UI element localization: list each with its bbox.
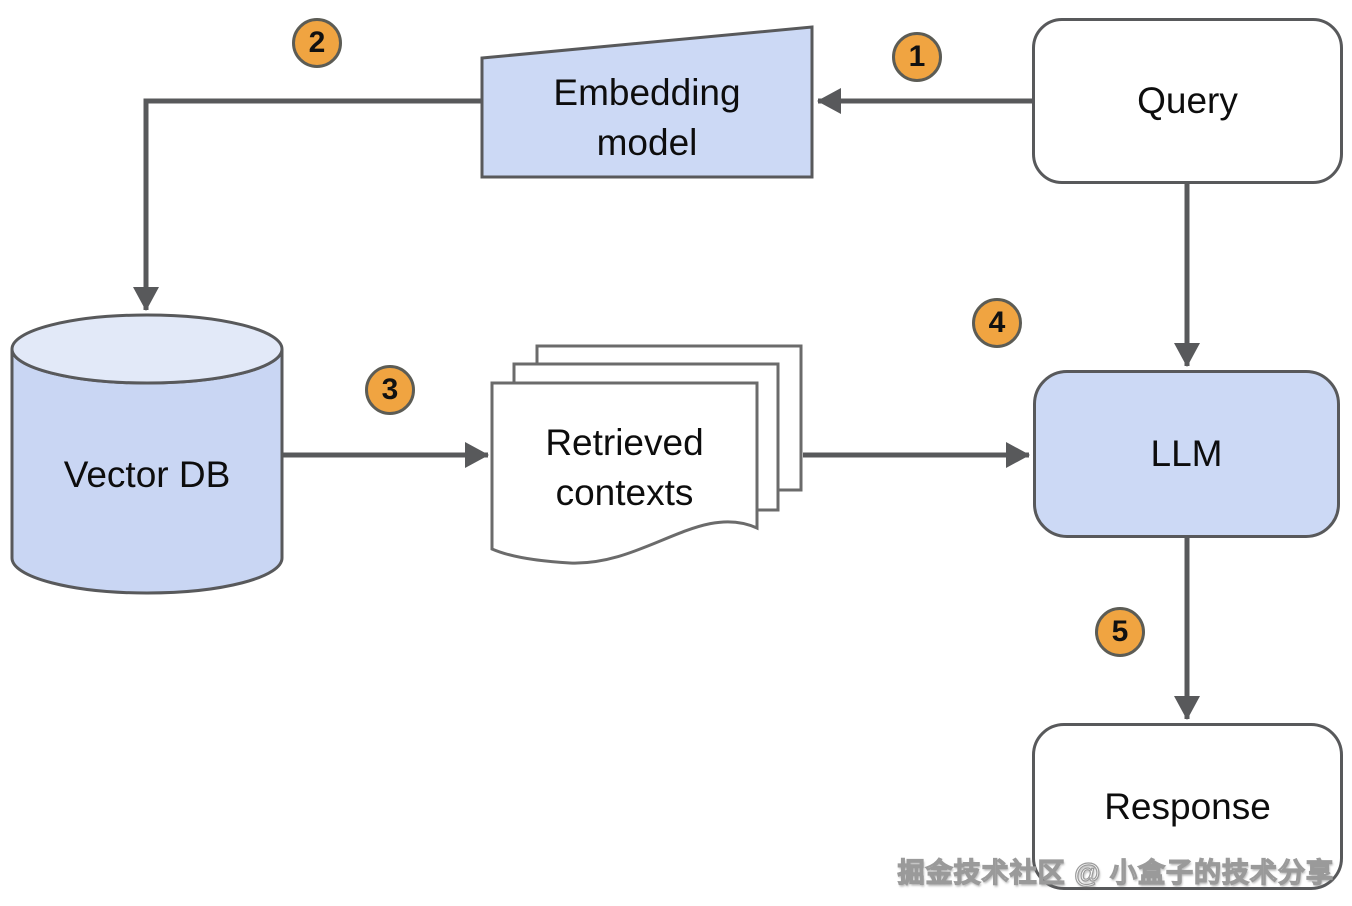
step-badge-4: 4 xyxy=(972,298,1022,348)
step-badge-5: 5 xyxy=(1095,607,1145,657)
response-node: Response xyxy=(1032,723,1343,890)
step-badge-3-number: 3 xyxy=(381,373,399,406)
step-badge-1: 1 xyxy=(892,32,942,82)
arrow-embedding-to-vectordb xyxy=(133,98,482,311)
document-front-shape xyxy=(490,381,759,565)
embedding-model-shape xyxy=(480,25,814,179)
step-badge-4-number: 4 xyxy=(988,306,1006,339)
step-badge-1-number: 1 xyxy=(908,40,926,73)
response-label: Response xyxy=(1104,785,1271,827)
step-badge-2-number: 2 xyxy=(308,26,326,59)
llm-node: LLM xyxy=(1033,370,1340,538)
vector-db-cylinder-body xyxy=(10,348,284,595)
step-badge-2: 2 xyxy=(292,18,342,68)
llm-label: LLM xyxy=(1150,433,1223,475)
query-label: Query xyxy=(1137,80,1238,122)
step-badge-5-number: 5 xyxy=(1111,615,1129,648)
step-badge-3: 3 xyxy=(365,365,415,415)
query-node: Query xyxy=(1032,18,1343,184)
vector-db-cylinder-top xyxy=(10,313,284,385)
